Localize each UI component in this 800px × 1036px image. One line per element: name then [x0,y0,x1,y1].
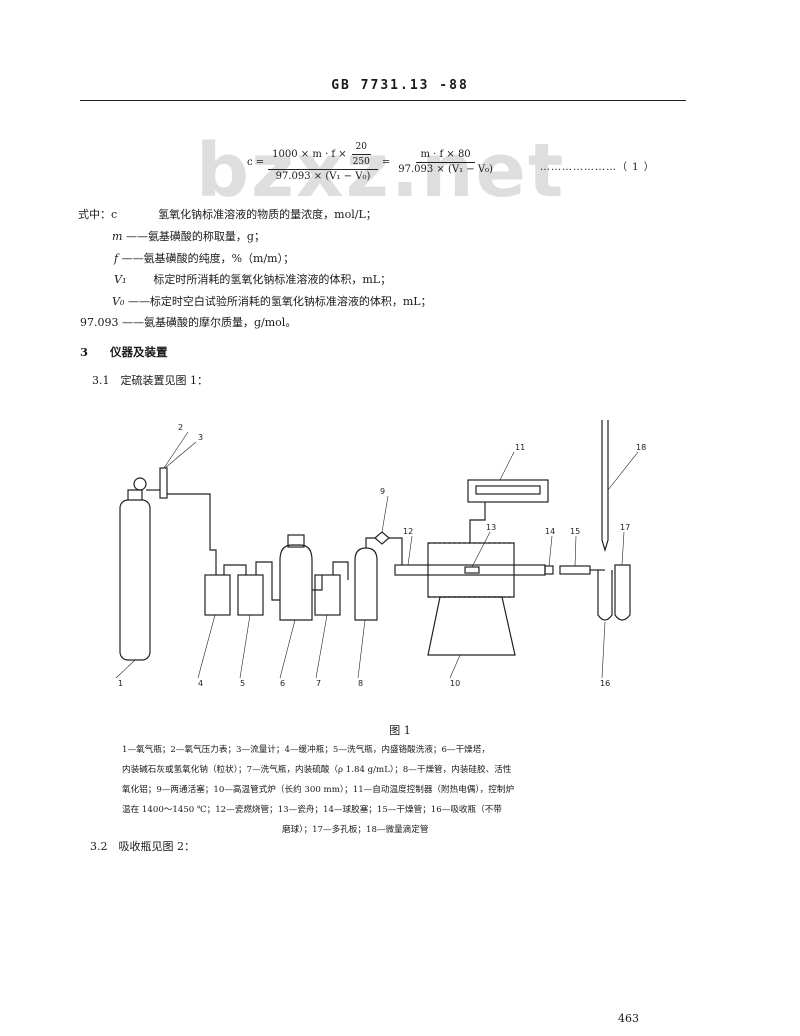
callout-13: 13 [486,523,496,532]
equation-number: …………………（ 1 ） [540,162,655,173]
formula-fraction-2: m · f × 80 97.093 × (V₁ − V₀) [394,148,497,177]
callout-6: 6 [280,679,285,688]
section-heading: 3 仪器及装置 [80,344,168,360]
definition-molar-mass: 97.093 ——氨基磺酸的摩尔质量，g/mol。 [80,314,296,330]
rubber-stopper [544,565,554,575]
callout-8: 8 [358,679,363,688]
formula-frac2-num: m · f × 80 [416,148,475,163]
temperature-controller [467,479,549,503]
definition-m: m ——氨基磺酸的称取量，g； [112,228,265,244]
callout-9: 9 [380,487,385,496]
drying-tube [354,547,378,621]
absorption-bottle [597,570,613,621]
formula-inner-fraction: 20 250 [349,140,374,169]
section-title: 仪器及装置 [110,345,168,359]
formula-frac1-num: 1000 × m · f × [272,148,347,160]
figure-caption: 图 1 [389,724,411,737]
callout-18: 18 [636,443,646,452]
definition-symbol: 97.093 [80,316,119,329]
gas-washing-bottle-sulfuric [314,574,341,616]
definition-v1: V₁ 标定时所消耗的氢氧化钠标准溶液的体积，mL； [114,271,391,287]
legend-line: 温在 1400～1450 ℃；12—瓷燃烧管；13—瓷舟；14—球胶塞；15—干… [122,805,502,815]
legend-line: 磨球）；17—多孔板；18—微量滴定管 [282,825,429,835]
tube-furnace [427,542,515,598]
item-3-2: 3.2 吸收瓶见图 2： [90,840,195,853]
legend-line: 内装碱石灰或氢氧化钠（粒状）；7—洗气瓶，内装硫酸（ρ 1.84 g/mL）；8… [122,765,512,775]
formula-lhs: c = [247,156,265,168]
definition-text: ——标定时空白试验所消耗的氢氧化钠标准溶液的体积，mL； [127,295,432,308]
callout-14: 14 [545,527,555,536]
oxygen-cylinder [119,499,151,661]
furnace-stand [427,596,516,656]
definition-symbol: V₁ [114,273,127,286]
definition-text: 标定时所消耗的氢氧化钠标准溶液的体积，mL； [153,273,392,286]
definition-c: 式中：c 氢氧化钠标准溶液的物质的量浓度，mol/L； [78,206,377,222]
figure-legend: 1—氧气瓶；2—氧气压力表；3—流量计；4—缓冲瓶；5—洗气瓶，内盛铬酸洗液；6… [122,740,652,840]
callout-4: 4 [198,679,203,688]
page-number: 463 [618,1012,639,1025]
item-3-1: 3.1 定硫装置见图 1： [92,374,208,387]
callout-12: 12 [403,527,413,536]
watermark: bzxz.net [196,128,566,214]
formula-equals: = [381,156,391,168]
callout-3: 3 [198,433,203,442]
formula-inner-den: 250 [352,157,370,167]
microburette [601,420,609,553]
formula: c = 1000 × m · f × 20 250 97.093 × (V₁ −… [247,140,497,184]
figure-apparatus-diagram: 1 2 3 4 5 6 7 8 9 10 11 12 13 14 15 16 1… [115,420,646,688]
formula-frac2-den: 97.093 × (V₁ − V₀) [398,163,493,175]
formula-frac1-den: 97.093 × (V₁ − V₀) [275,171,371,182]
drying-tower [279,544,313,621]
drying-tube-15 [559,565,591,575]
definition-text: ——氨基磺酸的称取量，g； [125,230,265,243]
pressure-gauge [133,477,147,491]
cylinder-neck [127,489,143,500]
definition-v0: V₀ ——标定时空白试验所消耗的氢氧化钠标准溶液的体积，mL； [112,293,432,309]
callout-17: 17 [620,523,630,532]
definition-symbol: f [114,252,119,265]
flowmeter [159,467,168,499]
definition-text: ——氨基磺酸的纯度，%（m/m）； [121,252,295,265]
definition-symbol: m [112,230,123,243]
definition-symbol: 式中：c [78,208,118,221]
definition-symbol: V₀ [112,295,125,308]
formula-fraction-1: 1000 × m · f × 20 250 97.093 × (V₁ − V₀) [268,140,378,184]
buffer-bottle [204,574,231,616]
callout-5: 5 [240,679,245,688]
definition-text: 氢氧化钠标准溶液的物质的量浓度，mol/L； [158,208,377,221]
porcelain-boat [464,566,480,574]
section-number: 3 [80,345,89,359]
callout-10: 10 [450,679,460,688]
callout-11: 11 [515,443,525,452]
two-way-valve [374,531,390,545]
legend-line: 1—氧气瓶；2—氧气压力表；3—流量计；4—缓冲瓶；5—洗气瓶，内盛铬酸洗液；6… [122,745,490,755]
callout-7: 7 [316,679,321,688]
formula-inner-num: 20 [351,140,371,155]
callout-1: 1 [118,679,123,688]
callout-16: 16 [600,679,610,688]
gas-washing-bottle-chromic [237,574,264,616]
callout-15: 15 [570,527,580,536]
definition-f: f ——氨基磺酸的纯度，%（m/m）； [114,250,294,266]
callout-2: 2 [178,423,183,432]
legend-line: 氧化铝；9—两通活塞；10—高温管式炉（长约 300 mm）；11—自动温度控制… [122,785,515,795]
header-rule [80,100,686,101]
definition-text: ——氨基磺酸的摩尔质量，g/mol。 [122,316,297,329]
standard-code-header: GB 7731.13 -88 [331,78,469,93]
